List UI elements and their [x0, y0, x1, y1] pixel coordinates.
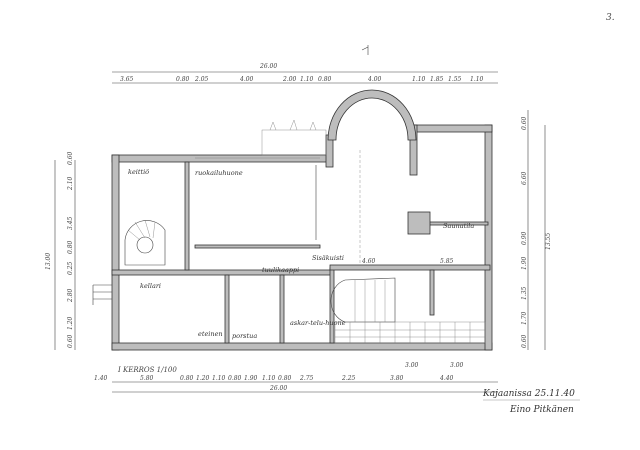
dimension-label: 0.80 — [228, 375, 242, 382]
room-label-vestibule: tuulikaappi — [262, 266, 299, 274]
dimension-label: 2.10 — [67, 176, 74, 191]
dimension-label: 0.80 — [180, 375, 194, 382]
dimension-label: 1.90 — [521, 256, 528, 270]
dimension-label: 6.60 — [521, 171, 528, 185]
room-label-hobby-room: askar-telu-huone — [290, 319, 346, 327]
dimension-label: 1.40 — [94, 375, 108, 382]
plant-box — [261, 119, 327, 156]
right-dimensions: 13.55 0.60 6.60 0.90 1.90 1.35 1.70 0.60 — [521, 110, 552, 350]
dimension-label: 2.05 — [194, 76, 209, 83]
dimension-label: 0.60 — [521, 334, 528, 348]
dimension-label: 1.10 — [262, 375, 276, 382]
room-label-hall: eteinen — [198, 330, 223, 338]
dimension-label: 0.80 — [176, 76, 190, 83]
dimension-label: 1.20 — [196, 375, 210, 382]
room-label-porch: porstua — [232, 332, 257, 340]
dimension-label: 0.60 — [521, 116, 528, 130]
page-number: 3. — [606, 13, 615, 23]
dimension-label: 1.35 — [521, 286, 528, 300]
interior-walls — [111, 150, 491, 344]
top-total-dim: 26.00 — [259, 63, 277, 70]
dimension-label: 0.60 — [67, 334, 74, 348]
dimension-label: 4.60 — [361, 258, 376, 265]
dimension-label: 1.10 — [212, 375, 226, 382]
dimension-label: 1.70 — [521, 311, 528, 325]
dimension-label: 1.10 — [412, 76, 426, 83]
room-label-kitchen: keittiö — [128, 168, 149, 176]
entry-steps — [92, 284, 112, 305]
dimension-label: 5.85 — [440, 258, 454, 265]
terrace-paving — [334, 321, 486, 344]
dimension-label: 4.00 — [239, 76, 254, 83]
dimension-label: 0.80 — [67, 240, 74, 254]
room-label-cellar: kellari — [140, 282, 161, 290]
dimension-label: 1.10 — [300, 76, 314, 83]
dimension-label: 3.00 — [450, 362, 464, 369]
dimension-label: 3.80 — [390, 375, 404, 382]
dimension-label: 3.00 — [405, 362, 419, 369]
room-label-inner-porch: Sisäkuisti — [312, 254, 344, 262]
dimension-label: 2.80 — [67, 288, 74, 303]
dimension-label: 4.40 — [439, 375, 454, 382]
dimension-label: 1.10 — [470, 76, 484, 83]
left-total-dim: 13.00 — [45, 253, 52, 270]
dimension-label: 0.25 — [67, 261, 74, 275]
left-dimensions: 13.00 0.60 2.10 3.45 0.80 0.25 2.80 1.20 0.60 — [45, 151, 76, 350]
dimension-label: 0.60 — [67, 151, 74, 165]
dimension-label: 0.80 — [278, 375, 292, 382]
room-label-sauna: Saunatila — [443, 222, 474, 230]
dimension-label: 2.75 — [299, 375, 314, 382]
right-total-dim: 13.55 — [545, 233, 552, 250]
spiral-stair — [124, 219, 166, 266]
dimension-label: 1.55 — [448, 76, 462, 83]
signature-name: Eino Pitkänen — [509, 405, 574, 415]
exterior-walls — [111, 89, 493, 351]
bay-window-arch — [327, 89, 417, 141]
dimension-label: 0.90 — [521, 231, 528, 245]
dimension-label: 2.25 — [341, 375, 356, 382]
section-marker-icon — [361, 45, 369, 55]
bottom-total-dim: 26.00 — [269, 385, 287, 392]
dimension-label: 2.00 — [282, 76, 297, 83]
dimension-label: 3.65 — [120, 76, 134, 83]
signature-place-date: Kajaanissa 25.11.40 — [482, 389, 575, 399]
dimension-label: 3.45 — [67, 216, 74, 230]
dimension-label: 1.20 — [67, 316, 74, 330]
dimension-label: 1.85 — [430, 76, 444, 83]
main-stair — [330, 277, 396, 323]
room-label-dining: ruokailuhuone — [195, 169, 243, 177]
dimension-label: 5.80 — [140, 375, 154, 382]
plan-title: I KERROS 1/100 — [117, 366, 177, 374]
dimension-label: 0.80 — [318, 76, 332, 83]
dimension-label: 4.00 — [367, 76, 382, 83]
dimension-label: 1.90 — [244, 375, 258, 382]
